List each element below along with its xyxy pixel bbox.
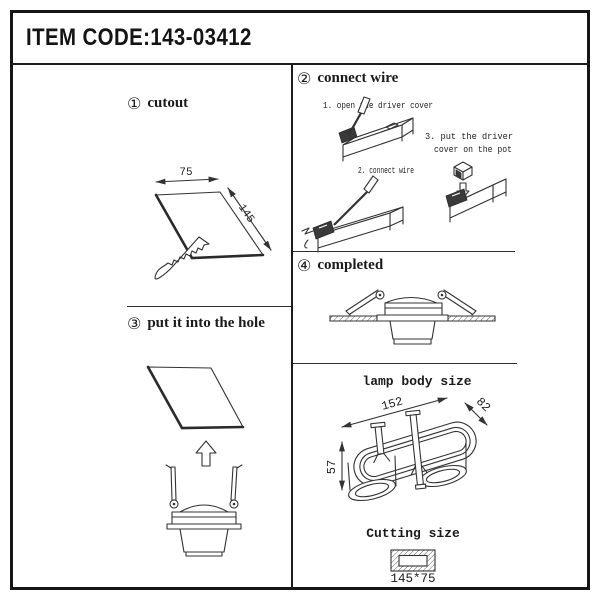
cutting-size-value: 145*75 [390, 572, 436, 586]
lamp-dome [179, 504, 229, 513]
width-dimension-value: 82 [473, 395, 493, 415]
sheet-border [10, 10, 590, 590]
twin-downlight-illustration [347, 409, 477, 502]
right-panel-divider-1 [293, 251, 515, 252]
driver-box-pot-illustration [445, 178, 507, 223]
substep3-line1: 3. put the driver [425, 131, 513, 142]
left-panel-divider [127, 306, 291, 307]
wire-icon [301, 227, 314, 249]
ceiling-panel-shadow-edge [146, 365, 245, 430]
step1-label: cutout [147, 95, 189, 111]
column-divider [291, 65, 293, 588]
ceiling-panel-outline [147, 366, 244, 429]
length-dimension-value: 152 [380, 394, 405, 413]
completed-diagram [329, 289, 496, 345]
width-dimension-line [464, 402, 488, 426]
terminal-block [312, 220, 335, 240]
lamp-body-lower [389, 320, 436, 340]
lamp-bottom-lip [185, 551, 223, 557]
right-panel-divider-2 [293, 363, 517, 364]
step1-title: ① cutout [127, 95, 188, 112]
lamp-body-lower [179, 528, 229, 553]
screwdriver-icon [347, 96, 371, 137]
mount-clip-left [370, 421, 391, 464]
trim-flange [166, 523, 242, 530]
mount-clip-center [405, 409, 428, 490]
lamp-band [171, 511, 237, 525]
screwdriver-icon [333, 175, 379, 226]
step3-number-icon: ③ [127, 313, 142, 333]
header-divider [12, 63, 588, 65]
saw-cutter-icon [154, 236, 210, 280]
cutting-size-diagram [390, 549, 436, 572]
step4-label: completed [317, 257, 384, 273]
step2-label: connect wire [317, 70, 399, 86]
driver-box-wire-illustration [301, 175, 404, 253]
length-dimension-value: 145 [235, 202, 256, 225]
ceiling-cross-section [329, 315, 496, 322]
terminal-block [445, 188, 468, 208]
lamp-dome [384, 296, 438, 304]
step3-title: ③ put it into the hole [127, 315, 265, 332]
lamp-band [384, 302, 443, 316]
step2-number-icon: ② [297, 68, 312, 88]
downlight-with-clips-illustration [165, 464, 243, 557]
driver-box-open-illustration [338, 96, 414, 162]
step4-title: ④ completed [297, 257, 383, 274]
cut-panel-shadow-edge [154, 193, 265, 260]
cut-hole [398, 554, 428, 567]
trim-flange [376, 314, 449, 322]
lamp-cylinder-left [347, 455, 397, 502]
put-into-hole-diagram [146, 365, 245, 557]
step3-label: put it into the hole [147, 315, 265, 331]
width-dimension-value: 75 [179, 167, 192, 179]
substep1-label: 1. open the driver cover [323, 100, 433, 111]
lamp-body-size-title: lamp body size [362, 374, 472, 389]
up-arrow-icon [195, 440, 217, 467]
step2-title: ② connect wire [297, 70, 398, 87]
lamp-body-diagram: 152 82 57 [325, 394, 493, 502]
item-code-label: ITEM CODE:143-03412 [26, 24, 252, 51]
substep3-line2: cover on the pot [434, 144, 512, 155]
width-dimension-line [155, 176, 219, 185]
length-dimension-line [227, 187, 272, 251]
lamp-cylinder-right [418, 442, 467, 488]
height-dimension-value: 57 [325, 460, 339, 474]
length-dimension-line [341, 397, 448, 428]
spring-clip-right [229, 464, 243, 509]
spring-clip-right [437, 289, 477, 316]
installed-downlight-illustration [345, 289, 477, 345]
connect-wire-diagram: 1. open the driver cover 2. connect wire [301, 96, 513, 253]
step1-number-icon: ① [127, 93, 142, 113]
spring-clip-left [165, 464, 179, 509]
substep2-label: 2. connect wire [358, 165, 414, 176]
step4-number-icon: ④ [297, 255, 312, 275]
spring-clip-left [345, 289, 385, 316]
cutout-diagram: 75 145 [154, 167, 272, 280]
lamp-bottom-lip [393, 338, 432, 345]
cutting-size-title: Cutting size [366, 526, 460, 541]
driver-cover-illustration [453, 161, 473, 181]
